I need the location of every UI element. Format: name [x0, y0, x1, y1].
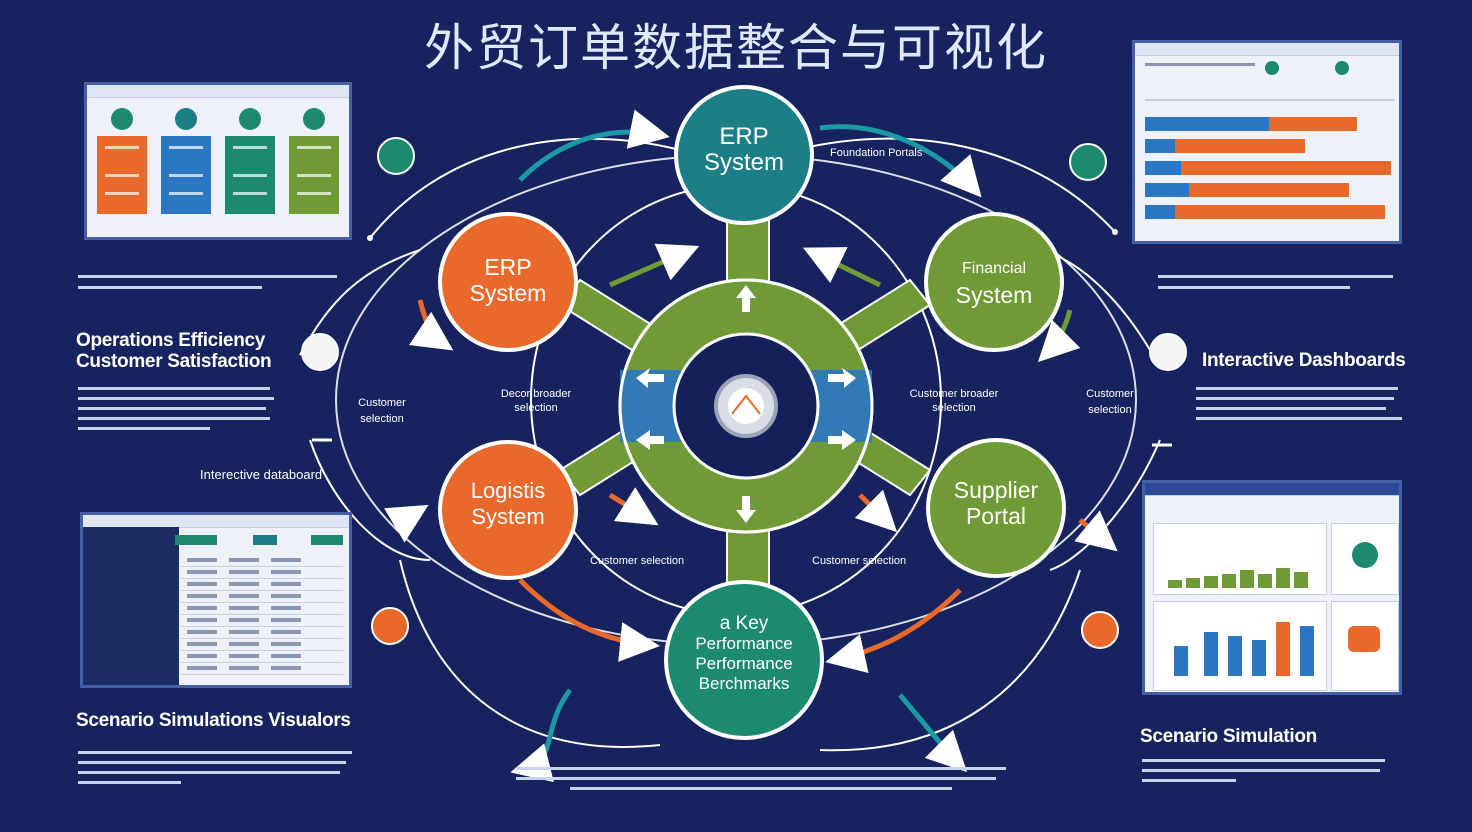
center-hub — [618, 278, 874, 534]
node-bottom — [664, 580, 824, 740]
page-title: 外贸订单数据整合与可视化 — [424, 19, 1048, 77]
text-block-left-mid — [78, 380, 278, 437]
text-block-left-bottom — [78, 744, 363, 791]
arrow-right-icon-2 — [828, 430, 856, 450]
arrow-down-icon — [736, 496, 756, 523]
arrow-left-icon — [636, 368, 664, 388]
connector-arrows — [383, 109, 1118, 783]
inner-label-br: Customer selection — [812, 555, 907, 567]
metric-card — [289, 108, 339, 214]
node-bottom-label: a Key Performance Performance Berchmarks — [695, 613, 793, 694]
badge-icon — [303, 108, 325, 130]
box-icon — [371, 607, 409, 645]
metric-card — [225, 108, 275, 214]
arrow-left-icon-2 — [636, 430, 664, 450]
mini-line-chart — [1153, 523, 1327, 595]
panel-metric-cards — [84, 82, 352, 240]
node-right-upper — [924, 212, 1064, 352]
panel-data-table — [80, 512, 352, 688]
metric-card — [161, 108, 211, 214]
mini-icon-tile — [1331, 523, 1399, 595]
right-heading-scenario: Scenario Simulation — [1140, 726, 1317, 747]
hand-icon — [301, 333, 339, 371]
text-block-right-mid — [1196, 380, 1402, 427]
panel-chart-dashboard — [1142, 480, 1402, 695]
text-block-left-top — [78, 270, 348, 297]
left-heading-scenario: Scenario Simulations Visualors — [76, 710, 351, 731]
cube-icon — [1081, 611, 1119, 649]
metric-card — [97, 108, 147, 214]
leaf-icon — [111, 108, 133, 130]
node-left-upper — [438, 212, 578, 352]
tree-icon — [175, 108, 197, 130]
leaf-icon — [377, 137, 415, 175]
arc-label-top-right: Foundation Portals — [830, 147, 923, 159]
text-block-right-top — [1158, 270, 1398, 297]
chart-icon — [1069, 143, 1107, 181]
text-block-bottom-center — [516, 760, 1006, 797]
user-icon — [1149, 333, 1187, 371]
arrow-right-icon — [828, 368, 856, 388]
number-icon — [239, 108, 261, 130]
node-circles — [438, 85, 1066, 740]
panel-bar-dashboard — [1132, 40, 1402, 244]
inner-label-bl: Customer selection — [590, 555, 685, 567]
mini-image-tile — [1331, 601, 1399, 691]
node-top — [674, 85, 814, 225]
left-caption-dashboard: Interective databoard — [200, 467, 323, 482]
right-heading-dashboards: Interactive Dashboards — [1202, 350, 1406, 371]
node-right-lower — [926, 438, 1066, 578]
mini-bar-chart — [1153, 601, 1327, 691]
node-left-lower — [438, 440, 578, 580]
text-block-right-bottom — [1142, 752, 1390, 789]
arrow-up-icon — [736, 285, 756, 312]
